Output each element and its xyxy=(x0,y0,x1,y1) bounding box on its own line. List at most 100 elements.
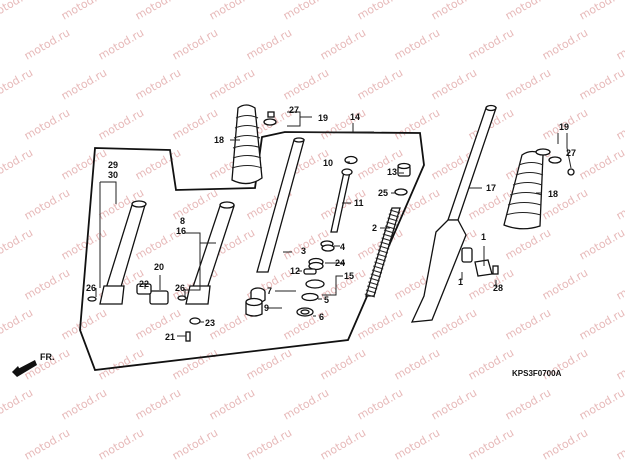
watermark-text: motod.ru xyxy=(133,146,183,182)
watermark-text: motod.ru xyxy=(133,66,183,102)
watermark-text: motod.ru xyxy=(281,0,331,23)
bolt-27-left xyxy=(263,111,277,126)
clamp-1 xyxy=(474,259,499,277)
watermark-text: motod.ru xyxy=(503,306,553,342)
watermark-text: motod.ru xyxy=(59,306,109,342)
callout-c16: 16 xyxy=(176,226,186,236)
watermark-text: motod.ru xyxy=(133,306,183,342)
watermark-text: motod.ru xyxy=(59,386,109,422)
callout-c14: 14 xyxy=(350,112,360,122)
callout-c27b: 27 xyxy=(566,148,576,158)
watermark-text: motod.ru xyxy=(207,386,257,422)
callout-c30: 30 xyxy=(108,170,118,180)
watermark-text: motod.ru xyxy=(355,66,405,102)
watermark-text: motod.ru xyxy=(392,26,442,62)
watermark-text: motod.ru xyxy=(281,66,331,102)
watermark-text: motod.ru xyxy=(614,186,625,222)
callout-c27a: 27 xyxy=(289,105,299,115)
callout-c5: 5 xyxy=(324,295,329,305)
callout-c11: 11 xyxy=(354,198,364,208)
watermark-text: motod.ru xyxy=(577,146,625,182)
front-arrow-icon xyxy=(12,360,37,377)
watermark-text: motod.ru xyxy=(577,0,625,23)
watermark-text: motod.ru xyxy=(577,226,625,262)
dust-boot-right xyxy=(503,150,544,230)
outer-tube-right xyxy=(410,104,497,323)
callout-c1b: 1 xyxy=(458,277,463,287)
watermark-text: motod.ru xyxy=(429,306,479,342)
watermark-text: motod.ru xyxy=(614,426,625,462)
watermark-text: motod.ru xyxy=(466,346,516,382)
watermark-text: motod.ru xyxy=(96,106,146,142)
callout-c26b: 26 xyxy=(175,283,185,293)
watermark-text: motod.ru xyxy=(59,146,109,182)
callout-c23: 23 xyxy=(205,318,215,328)
fork-tube xyxy=(256,137,305,273)
callout-c15: 15 xyxy=(344,271,354,281)
watermark-text: motod.ru xyxy=(503,226,553,262)
fork-slider-29-30 xyxy=(87,200,147,305)
callout-c18a: 18 xyxy=(214,135,224,145)
callout-c22: 22 xyxy=(139,279,149,289)
callout-c18b: 18 xyxy=(548,189,558,199)
callout-c8: 8 xyxy=(180,216,185,226)
watermark-text: motod.ru xyxy=(318,426,368,462)
ring-6 xyxy=(296,307,314,317)
watermark-text: motod.ru xyxy=(0,306,35,342)
watermark-text: motod.ru xyxy=(355,146,405,182)
bracket-22 xyxy=(136,283,152,295)
callout-c26a: 26 xyxy=(86,283,96,293)
fork-cap-13 xyxy=(397,162,411,177)
watermark-text: motod.ru xyxy=(614,106,625,142)
watermark-text: motod.ru xyxy=(577,306,625,342)
watermark-text: motod.ru xyxy=(429,66,479,102)
washer-4 xyxy=(320,240,335,252)
spacer-12 xyxy=(303,268,317,275)
leader-lines xyxy=(95,111,572,337)
oil-seal-15 xyxy=(305,279,325,289)
watermark-text: motod.ru xyxy=(355,306,405,342)
watermark-text: motod.ru xyxy=(503,66,553,102)
watermark-text: motod.ru xyxy=(96,426,146,462)
callout-c20: 20 xyxy=(154,262,164,272)
callout-c29: 29 xyxy=(108,160,118,170)
callout-c17: 17 xyxy=(486,183,496,193)
watermark-text: motod.ru xyxy=(614,346,625,382)
callout-c19b: 19 xyxy=(559,122,569,132)
watermark-text: motod.ru xyxy=(207,0,257,23)
watermark-text: motod.ru xyxy=(22,26,72,62)
bolt-27-right xyxy=(535,148,575,176)
watermark-text: motod.ru xyxy=(318,346,368,382)
watermark-text: motod.ru xyxy=(0,386,35,422)
bracket-20 xyxy=(149,290,169,305)
watermark-text: motod.ru xyxy=(244,426,294,462)
watermark-text: motod.ru xyxy=(22,106,72,142)
watermark-text: motod.ru xyxy=(59,66,109,102)
watermark-text: motod.ru xyxy=(22,186,72,222)
callout-c28: 28 xyxy=(493,283,503,293)
callout-c12: 12 xyxy=(290,266,300,276)
watermark-text: motod.ru xyxy=(540,426,590,462)
watermark-text: motod.ru xyxy=(170,426,220,462)
watermark-text: motod.ru xyxy=(133,386,183,422)
watermark-text: motod.ru xyxy=(540,26,590,62)
watermark-text: motod.ru xyxy=(577,386,625,422)
watermark-text: motod.ru xyxy=(170,26,220,62)
watermark-text: motod.ru xyxy=(0,66,35,102)
watermark-text: motod.ru xyxy=(318,106,368,142)
dust-boot-left xyxy=(231,104,263,185)
seal-24 xyxy=(308,257,324,271)
watermark-text: motod.ru xyxy=(429,386,479,422)
callout-c2: 2 xyxy=(372,223,377,233)
watermark-text: motod.ru xyxy=(466,26,516,62)
direction-label: FR. xyxy=(40,352,55,362)
bolt-21 xyxy=(185,331,191,342)
watermark-text: motod.ru xyxy=(244,26,294,62)
callout-c1a: 1 xyxy=(481,232,486,242)
watermark-text: motod.ru xyxy=(503,0,553,23)
watermark-text: motod.ru xyxy=(281,386,331,422)
